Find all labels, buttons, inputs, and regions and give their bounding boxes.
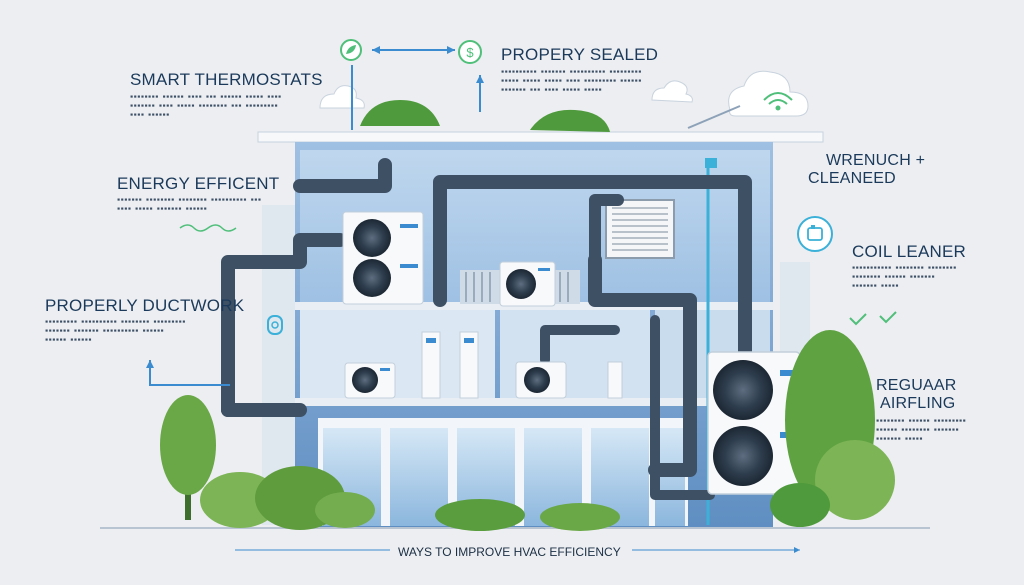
duct-left-loop <box>221 233 347 417</box>
cloud-connector <box>687 105 741 129</box>
desc-regular: ▪▪▪▪▪▪▪▪ ▪▪▪▪▪▪ ▪▪▪▪▪▪▪▪▪ ▪▪▪▪▪▪ ▪▪▪▪▪▪▪… <box>876 418 967 442</box>
label-regular-2: AIRFLING <box>880 395 956 412</box>
duct-right-down <box>588 253 697 477</box>
foliage <box>160 100 895 531</box>
duct-mid <box>540 325 620 365</box>
floor-slab-lower <box>295 398 773 406</box>
duct-main <box>433 175 752 477</box>
svg-text:$: $ <box>466 45 474 60</box>
bush-right-low <box>770 483 830 527</box>
connectors <box>146 46 484 386</box>
label-wrench-cleaned-1: WRENUCH + <box>826 152 926 169</box>
dollar-icon: $ <box>458 40 482 64</box>
leaf-arrow-icon <box>340 39 362 61</box>
footer-title: WAYS TO IMPROVE HVAC EFFICIENCY <box>398 545 621 559</box>
bush-center <box>435 499 525 531</box>
ac-unit-small-top <box>499 261 556 307</box>
duct-filter <box>589 194 624 266</box>
cyan-riser-cap <box>705 158 717 168</box>
tree-left <box>160 395 216 495</box>
thermostat-device-icon <box>797 216 833 252</box>
ac-unit-large-top <box>342 211 424 305</box>
desc-properly-ductwork: ▪▪▪▪▪▪▪▪▪ ▪▪▪▪▪▪▪▪▪▪ ▪▪▪▪▪▪▪▪ ▪▪▪▪▪▪▪▪▪ … <box>45 319 186 343</box>
lock-icon <box>267 315 283 335</box>
duct-riser <box>650 315 715 500</box>
clouds <box>319 70 809 129</box>
roof-slab <box>257 131 824 143</box>
wifi-icon <box>763 92 793 111</box>
ac-unit-large-outdoor <box>707 351 801 495</box>
ac-unit-mid-center <box>515 361 567 399</box>
indoor-towers <box>421 331 623 399</box>
cloud-mid <box>651 80 693 103</box>
bush-right <box>815 440 895 520</box>
cloud-right <box>728 70 809 117</box>
desc-energy-efficent: ▪▪▪▪▪▪▪ ▪▪▪▪▪▪▪▪ ▪▪▪▪▪▪▪▪ ▪▪▪▪▪▪▪▪▪▪ ▪▪▪… <box>117 197 262 212</box>
check-icon <box>849 311 897 326</box>
desc-coil-leaner: ▪▪▪▪▪▪▪▪▪▪▪ ▪▪▪▪▪▪▪▪ ▪▪▪▪▪▪▪▪ ▪▪▪▪▪▪▪▪ ▪… <box>852 265 957 289</box>
roof-bush-right <box>530 109 610 132</box>
ductwork <box>221 158 752 500</box>
label-smart-thermostats: SMART THERMOSTATS <box>130 70 323 89</box>
label-properly-ductwork: PROPERLY DUCTWORK <box>45 296 245 315</box>
roof-bush-left <box>360 100 440 126</box>
cloud-left <box>319 85 365 109</box>
label-energy-efficent: ENERGY EFFICENT <box>117 174 280 193</box>
bush-left-3 <box>315 492 375 528</box>
ac-unit-mid-left <box>344 362 396 399</box>
bush-center-right <box>540 503 620 531</box>
filter-panel <box>605 199 675 259</box>
label-regular-1: REGUAAR <box>876 377 957 394</box>
duct-top-left <box>293 158 392 193</box>
desc-smart-thermostats: ▪▪▪▪▪▪▪▪ ▪▪▪▪▪▪ ▪▪▪▪ ▪▪▪ ▪▪▪▪▪▪ ▪▪▪▪▪ ▪▪… <box>130 94 282 118</box>
label-wrench-cleaned-2: CLEANEED <box>808 170 896 187</box>
label-propery-sealed: PROPERY SEALED <box>501 45 659 64</box>
label-coil-leaner: COIL LEANER <box>852 242 966 261</box>
desc-propery-sealed: ▪▪▪▪▪▪▪▪▪▪ ▪▪▪▪▪▪▪ ▪▪▪▪▪▪▪▪▪▪ ▪▪▪▪▪▪▪▪▪ … <box>501 69 642 93</box>
wave-line <box>179 224 237 232</box>
